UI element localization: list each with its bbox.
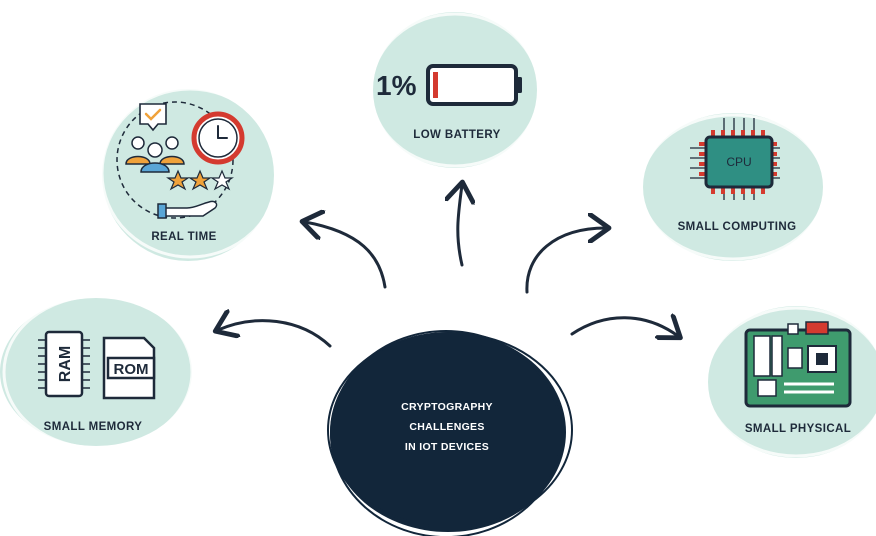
battery-percent-text: 1% bbox=[376, 70, 417, 101]
arrow-to-small-physical bbox=[570, 318, 678, 336]
center-title-line-1: CRYPTOGRAPHY bbox=[401, 401, 493, 413]
real-time-label: REAL TIME bbox=[151, 231, 217, 243]
small-physical-label: SMALL PHYSICAL bbox=[744, 423, 852, 435]
arrow-to-small-memory bbox=[218, 321, 332, 348]
center-blob bbox=[327, 330, 573, 536]
battery-icon bbox=[426, 64, 522, 106]
clock-icon bbox=[191, 111, 245, 165]
rom-chip-icon: ROM bbox=[102, 336, 156, 400]
cpu-chip-text: CPU bbox=[726, 155, 751, 169]
center-title-line-2: CHALLENGES bbox=[409, 421, 485, 433]
arrow-to-small-computing bbox=[525, 228, 606, 294]
motherboard-icon bbox=[744, 321, 852, 408]
real-time-icon bbox=[116, 101, 245, 219]
hand-icon bbox=[157, 200, 218, 219]
star-rating-icon bbox=[166, 169, 234, 191]
team-people-icon bbox=[125, 136, 185, 173]
low-battery-label: LOW BATTERY bbox=[413, 129, 501, 141]
small-memory-label: SMALL MEMORY bbox=[43, 421, 143, 433]
cpu-icon: CPU bbox=[690, 118, 780, 200]
center-title: CRYPTOGRAPHY CHALLENGES IN IOT DEVICES bbox=[367, 397, 527, 457]
ram-text: RAM bbox=[57, 346, 74, 382]
small-computing-label: SMALL COMPUTING bbox=[677, 221, 797, 233]
checkmark-badge-icon bbox=[139, 103, 167, 132]
rom-text: ROM bbox=[114, 361, 149, 378]
center-title-line-3: IN IOT DEVICES bbox=[404, 441, 490, 453]
arrow-to-low-battery bbox=[458, 185, 462, 267]
arrow-to-real-time bbox=[305, 222, 387, 289]
ram-chip-icon: RAM bbox=[38, 330, 90, 398]
